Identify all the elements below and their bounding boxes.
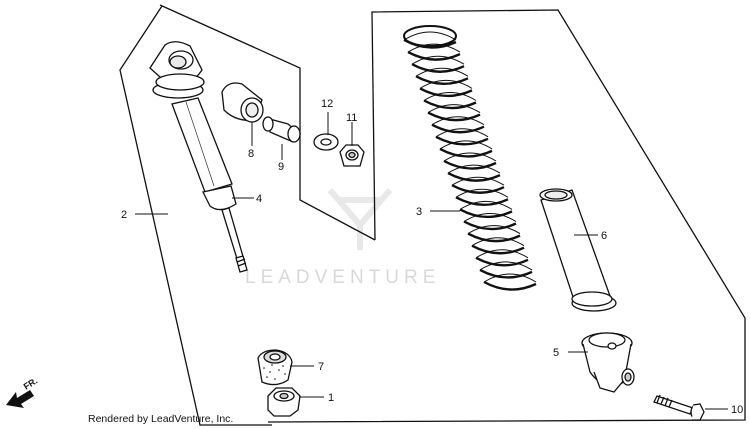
spring-guide-drawing	[539, 188, 617, 312]
spring-coil-back	[447, 164, 501, 174]
spring-coil-front	[415, 75, 469, 85]
spring-coil-back	[479, 261, 533, 271]
bolt-drawing	[653, 394, 705, 421]
callout-12: 12	[321, 98, 333, 110]
collar-drawing	[262, 116, 301, 143]
spring-coil-front	[431, 123, 485, 134]
callout-10: 10	[731, 404, 743, 416]
spring-coil-front	[471, 244, 525, 255]
spring-coil-front	[419, 87, 473, 98]
front-direction-arrow-icon	[6, 390, 34, 408]
left-group-frame	[119, 5, 272, 426]
hex-nut-drawing	[267, 387, 301, 417]
callout-4: 4	[256, 193, 262, 205]
spring-coil-front	[435, 135, 489, 146]
spring-coil-back	[407, 43, 461, 53]
callout-6: 6	[601, 230, 607, 242]
spring-coil-back	[467, 225, 521, 235]
spring-coil-front	[475, 256, 529, 267]
lower-mount-drawing	[581, 332, 635, 393]
spring-coil-back	[415, 67, 469, 77]
callout-1: 1	[328, 392, 334, 404]
spring-coil-front	[479, 268, 533, 279]
render-credit: Rendered by LeadVenture, Inc.	[88, 413, 234, 425]
callout-3: 3	[416, 206, 422, 218]
callout-9: 9	[278, 161, 284, 173]
spring-coil-back	[475, 249, 529, 259]
spring-coil-front	[459, 208, 513, 219]
spring-coil-back	[403, 31, 457, 41]
right-group-frame	[267, 9, 746, 423]
spring-coil-back	[435, 128, 489, 138]
spring-coil-back	[471, 237, 525, 247]
spring-coil-front	[483, 280, 537, 291]
spring-coil-back	[439, 140, 493, 150]
leader-lines	[135, 112, 728, 410]
spring-coil-front	[423, 99, 477, 110]
spring-coil-front	[411, 63, 465, 73]
spring-coil-back	[427, 104, 481, 114]
watermark-text: LEADVENTURE	[245, 267, 440, 288]
spring-coil-front	[407, 51, 461, 61]
bushing-drawing	[221, 82, 264, 123]
spring-coil-front	[439, 147, 493, 158]
spring-coil-front	[427, 111, 481, 122]
spring-coil-back	[455, 188, 509, 198]
spring-coil-back	[459, 200, 513, 210]
callout-7: 7	[318, 361, 324, 373]
spring-coil-back	[463, 213, 517, 222]
spring-coil-front	[463, 220, 517, 231]
spring-coil-front	[443, 159, 497, 170]
direction-label: FR.	[22, 376, 40, 392]
rubber-bushing-drawing	[257, 349, 293, 386]
callout-11: 11	[346, 112, 357, 124]
spring-coil-back	[411, 55, 465, 65]
spring-coil-front	[451, 184, 505, 194]
callout-5: 5	[553, 347, 559, 359]
spring-coil-front	[455, 196, 509, 206]
watermark-logo	[327, 188, 393, 250]
spring-coil-front	[467, 232, 521, 243]
callout-8: 8	[248, 148, 254, 160]
spring-coil-back	[443, 152, 497, 162]
flange-nut-drawing	[339, 144, 365, 167]
washer-drawing	[313, 133, 339, 151]
spring-coil-back	[451, 176, 505, 186]
spring-coil-back	[419, 79, 473, 89]
spring-coil-back	[423, 92, 477, 101]
shock-absorber-drawing	[149, 41, 248, 273]
spring-coil-front	[447, 172, 501, 182]
spring-coil-back	[431, 116, 485, 126]
coil-spring-drawing	[403, 25, 537, 291]
callout-2: 2	[121, 209, 127, 221]
spring-coil-back	[483, 273, 537, 283]
spring-top-coil	[403, 25, 457, 47]
